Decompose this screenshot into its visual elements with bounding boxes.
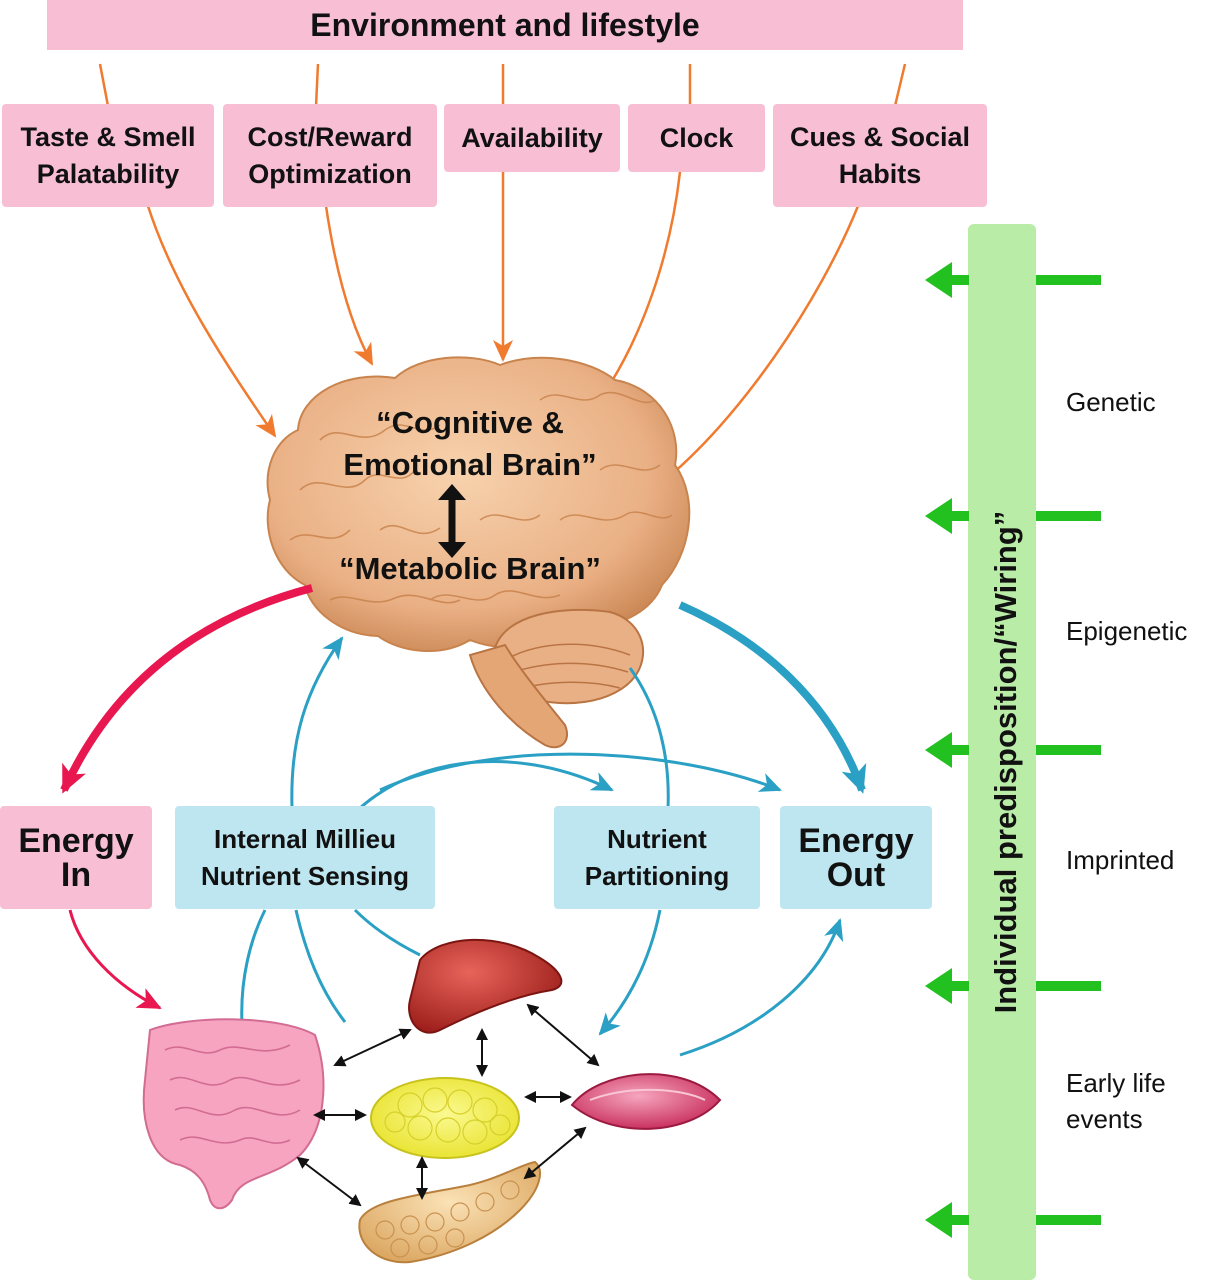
environment-title-text: Environment and lifestyle — [310, 6, 700, 43]
factor-availability: Availability — [444, 104, 620, 172]
predisposition-bar — [968, 224, 1036, 1280]
influence-arrows — [925, 262, 1101, 1238]
energy-out-label: Energy Out — [798, 821, 914, 894]
internal-milieu-label: Internal Millieu Nutrient Sensing — [200, 823, 409, 891]
green-arrow — [925, 1202, 1101, 1238]
internal-milieu-box: Internal Millieu Nutrient Sensing — [175, 806, 435, 909]
green-arrow — [925, 732, 1101, 768]
factor-label: Availability — [461, 122, 603, 153]
muscle-illustration — [570, 1073, 722, 1130]
energy-in-box: Energy In — [0, 806, 152, 909]
influence-imprinted: Imprinted — [1066, 845, 1175, 875]
brain-illustration — [266, 356, 691, 749]
influence-epigenetic: Epigenetic — [1066, 616, 1188, 646]
brain-to-energy-in-arrow — [60, 584, 314, 794]
factor-clock: Clock — [628, 104, 765, 172]
nutrient-partitioning-box: Nutrient Partitioning — [554, 806, 760, 909]
energy-in-to-gut-arrow — [68, 909, 162, 1010]
factor-cues-social: Cues & Social Habits — [773, 104, 987, 207]
factor-label: Taste & Smell Palatability — [20, 121, 196, 189]
factor-cost-reward: Cost/Reward Optimization — [223, 104, 437, 207]
pancreas-illustration — [358, 1160, 541, 1264]
green-arrow — [925, 262, 1101, 298]
predisposition-label: Individual predisposition/“Wiring” — [988, 511, 1023, 1014]
energy-in-label: Energy In — [18, 821, 134, 894]
energy-out-box: Energy Out — [780, 806, 932, 909]
signal-arrows — [240, 636, 844, 1057]
factor-label: Cues & Social Habits — [789, 121, 971, 189]
metabolic-brain-label: “Metabolic Brain” — [339, 551, 601, 586]
nutrient-partitioning-label: Nutrient Partitioning — [584, 823, 730, 891]
factor-label: Cost/Reward Optimization — [247, 121, 413, 189]
environment-links — [98, 63, 907, 107]
influence-early-life: Early life events — [1066, 1068, 1166, 1134]
intestine-illustration — [142, 1018, 325, 1210]
factor-taste-smell: Taste & Smell Palatability — [2, 104, 214, 207]
cognitive-brain-label: “Cognitive & Emotional Brain” — [343, 405, 597, 482]
influence-genetic: Genetic — [1066, 387, 1156, 417]
environment-title: Environment and lifestyle — [47, 0, 963, 50]
adipose-illustration — [370, 1077, 520, 1159]
liver-illustration — [408, 938, 563, 1034]
brain-to-energy-out-arrow — [678, 601, 867, 794]
factor-label: Clock — [659, 122, 734, 153]
green-arrow — [925, 498, 1101, 534]
organ-crosstalk-arrows — [296, 1003, 600, 1207]
green-arrow — [925, 968, 1101, 1004]
factor-to-brain-arrows — [146, 171, 860, 486]
